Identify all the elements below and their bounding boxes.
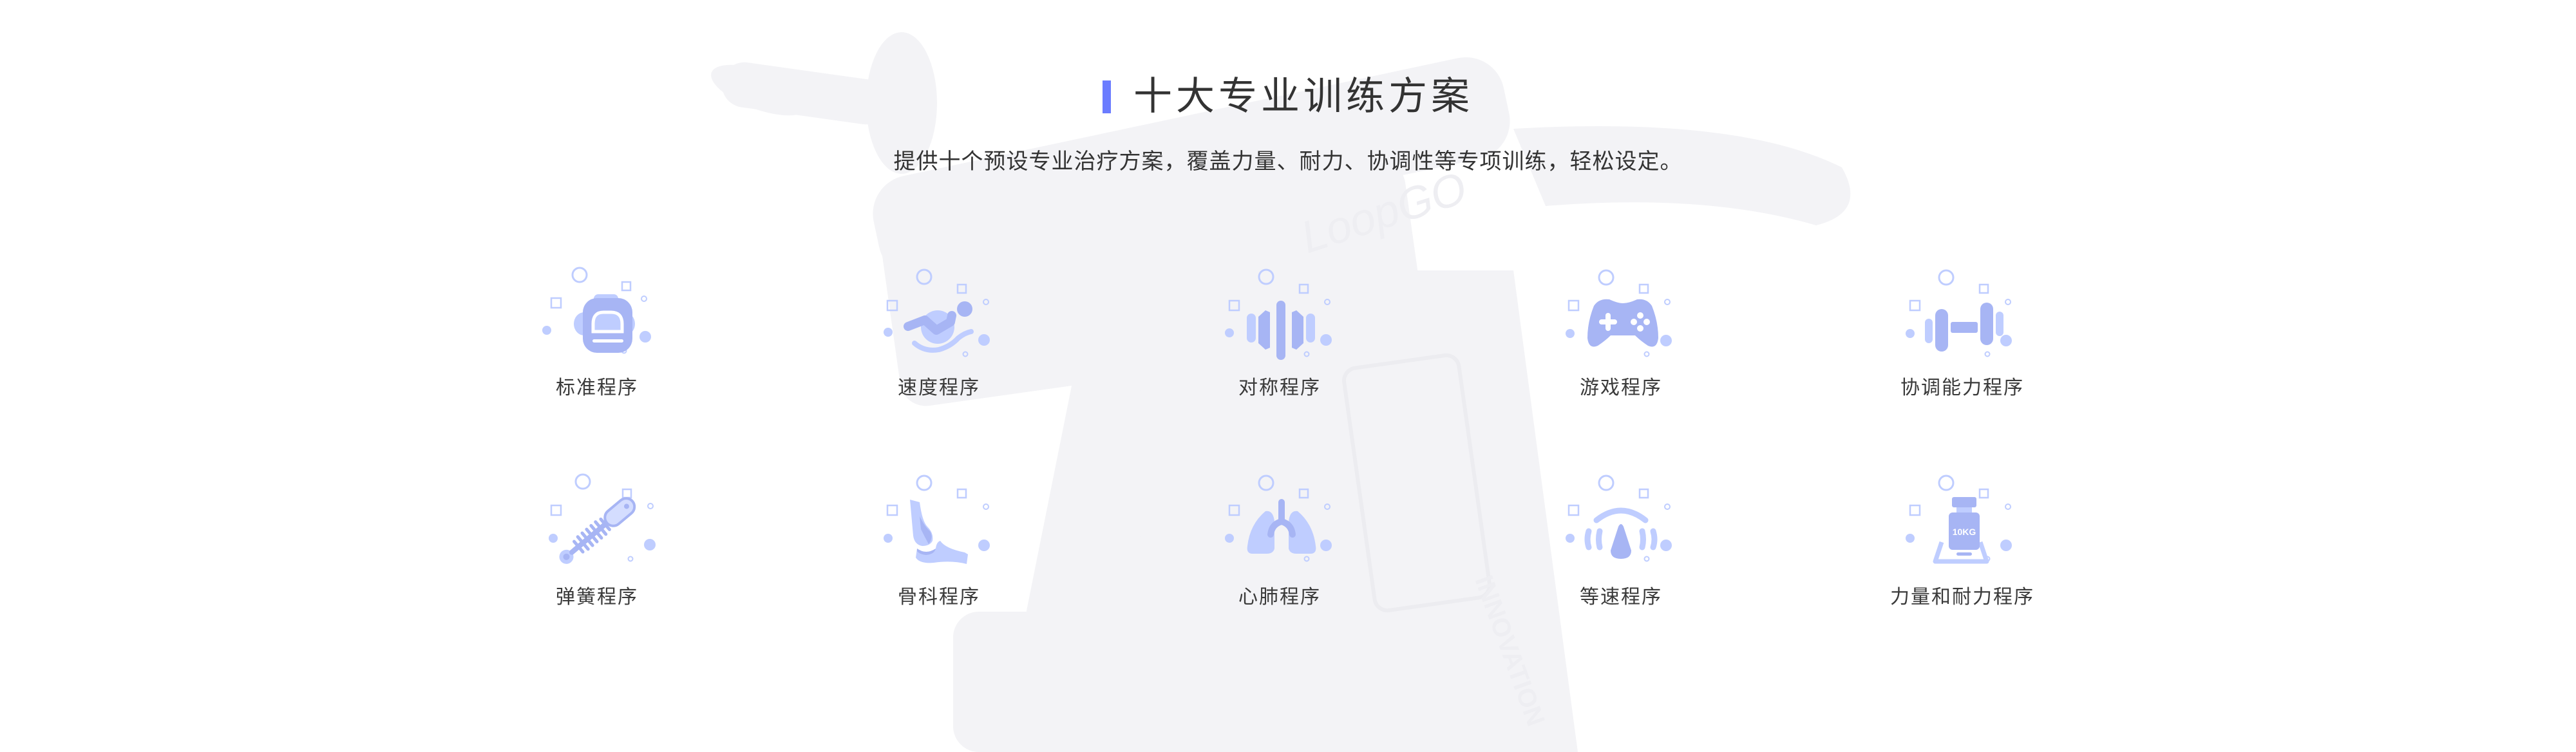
program-label: 力量和耐力程序	[1890, 586, 2034, 608]
gamepad-icon	[1557, 261, 1685, 370]
program-orthopedic[interactable]: 骨科程序	[842, 470, 1036, 631]
program-label: 标准程序	[556, 377, 638, 399]
program-label: 速度程序	[898, 377, 980, 399]
page-subtitle: 提供十个预设专业治疗方案，覆盖力量、耐力、协调性等专项训练，轻松设定。	[893, 149, 1683, 174]
program-cardiopulmonary[interactable]: 心肺程序	[1183, 470, 1376, 631]
bone-joint-icon	[875, 470, 1003, 579]
spring-shock-icon	[533, 470, 661, 579]
title-accent-bar	[1103, 80, 1111, 113]
dumbbell-icon	[1898, 261, 2027, 370]
program-spring[interactable]: 弹簧程序	[500, 470, 694, 631]
program-isokinetic[interactable]: 等速程序	[1524, 470, 1718, 631]
program-strength-endurance[interactable]: 10KG 力量和耐力程序	[1866, 470, 2059, 631]
weight-10kg-icon: 10KG	[1898, 470, 2027, 579]
speed-gauge-icon	[1557, 470, 1685, 579]
lungs-icon	[1215, 470, 1344, 579]
program-label: 对称程序	[1238, 377, 1321, 399]
program-label: 心肺程序	[1238, 586, 1321, 608]
svg-text:10KG: 10KG	[1953, 527, 1976, 537]
program-game[interactable]: 游戏程序	[1524, 261, 1718, 422]
program-label: 骨科程序	[898, 586, 980, 608]
program-standard[interactable]: 标准程序	[500, 261, 694, 422]
program-label: 等速程序	[1580, 586, 1662, 608]
program-label: 协调能力程序	[1900, 377, 2024, 399]
swimmer-speed-icon	[875, 261, 1003, 370]
program-label: 弹簧程序	[556, 586, 638, 608]
program-symmetry[interactable]: 对称程序	[1183, 261, 1376, 422]
section-header: 十大专业训练方案	[0, 71, 2576, 122]
robot-head-icon	[533, 261, 661, 370]
page-title: 十大专业训练方案	[1133, 74, 1473, 119]
program-speed[interactable]: 速度程序	[842, 261, 1036, 422]
program-coordination[interactable]: 协调能力程序	[1866, 261, 2059, 422]
program-label: 游戏程序	[1580, 377, 1662, 399]
symmetry-bars-icon	[1215, 261, 1344, 370]
